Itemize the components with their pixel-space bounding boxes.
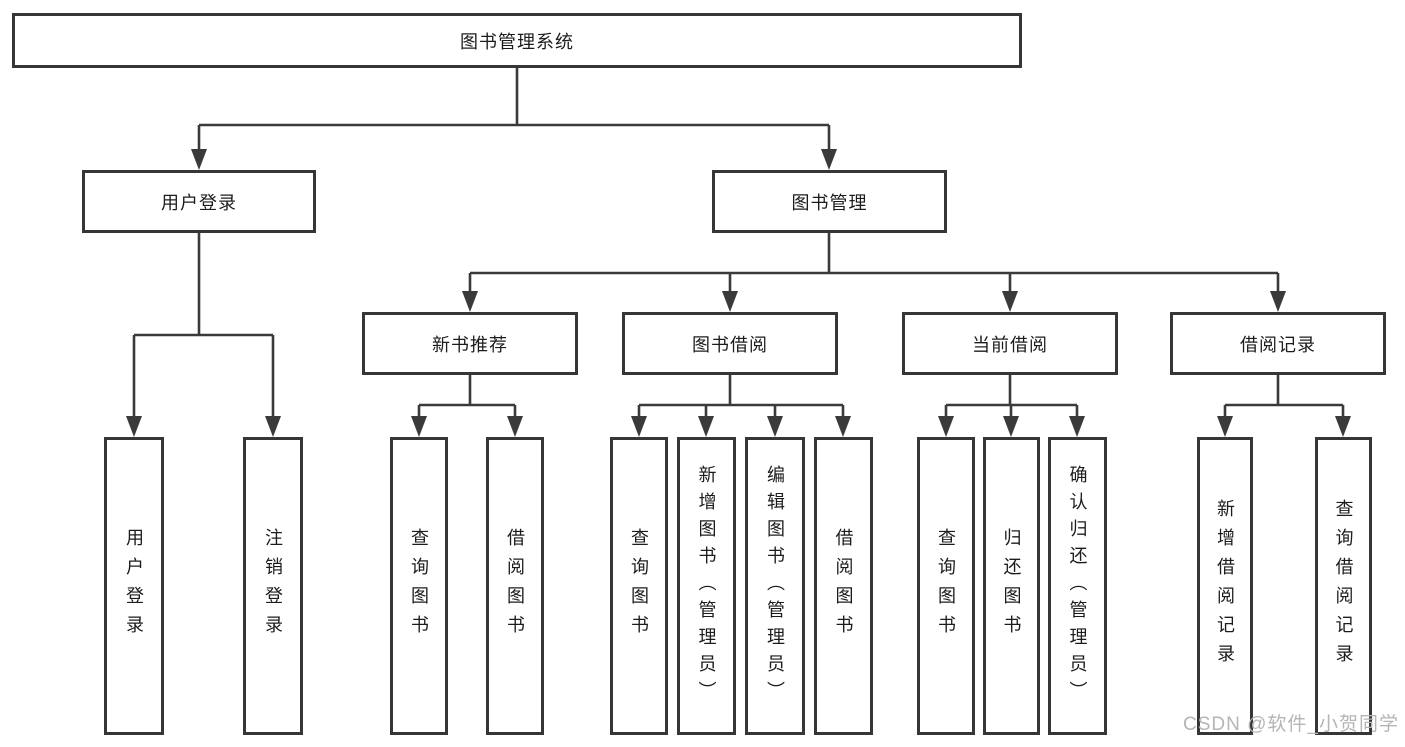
node-label: 图书管理系统 [460,31,574,52]
node-user-login: 用户登录 [82,170,316,233]
leaf-query-books-borrow: 查询图书 [610,437,668,735]
leaf-return-books: 归还图书 [983,437,1040,735]
leaf-label: 查询图书 [629,528,649,644]
node-label: 借阅记录 [1240,334,1316,355]
leaf-query-books-recommend: 查询图书 [390,437,448,735]
arrowheads [126,149,1351,437]
leaf-label: 用户登录 [124,528,144,644]
leaf-borrow-books: 借阅图书 [814,437,873,735]
leaf-label: 编辑图书（管理员） [765,464,785,708]
leaf-confirm-return-admin: 确认归还（管理员） [1048,437,1107,735]
watermark: CSDN @软件_小贺同学 [1183,714,1399,735]
leaf-logout: 注销登录 [243,437,303,735]
leaf-label: 新增图书（管理员） [696,464,717,708]
leaf-label: 归还图书 [1001,528,1022,644]
leaf-add-borrow-record: 新增借阅记录 [1197,437,1253,735]
leaf-label: 确认归还（管理员） [1067,464,1088,708]
leaf-borrow-books-recommend: 借阅图书 [486,437,544,735]
node-book-borrow: 图书借阅 [622,312,838,375]
leaf-add-books-admin: 新增图书（管理员） [677,437,736,735]
leaf-query-books-current: 查询图书 [917,437,975,735]
node-library-management-system: 图书管理系统 [12,13,1022,68]
leaf-label: 注销登录 [263,528,283,644]
leaf-label: 新增借阅记录 [1215,499,1235,673]
leaf-label: 借阅图书 [505,528,525,644]
node-label: 图书管理 [791,192,868,213]
node-label: 用户登录 [161,192,237,213]
node-borrow-records: 借阅记录 [1170,312,1386,375]
node-current-borrow: 当前借阅 [902,312,1118,375]
leaf-user-login: 用户登录 [104,437,164,735]
leaf-label: 借阅图书 [833,528,854,644]
leaf-edit-books-admin: 编辑图书（管理员） [745,437,805,735]
node-label: 当前借阅 [972,334,1048,355]
connector-paths [132,68,1345,419]
node-new-book-recommend: 新书推荐 [362,312,578,375]
node-label: 新书推荐 [432,334,508,355]
node-label: 图书借阅 [692,334,768,355]
node-book-management: 图书管理 [712,170,947,233]
leaf-label: 查询图书 [409,528,429,644]
leaf-label: 查询借阅记录 [1333,499,1354,673]
leaf-query-borrow-record: 查询借阅记录 [1315,437,1372,735]
leaf-label: 查询图书 [936,528,956,644]
